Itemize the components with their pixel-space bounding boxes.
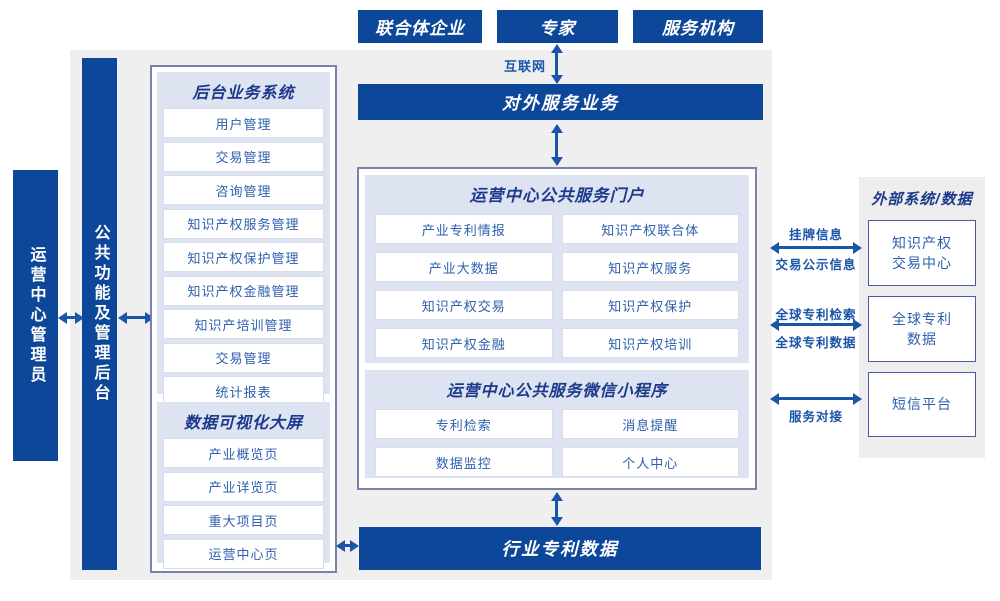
miniprogram-item: 消息提醒 bbox=[561, 409, 739, 439]
external-system-ip-trading-center: 知识产权 交易中心 bbox=[868, 220, 976, 286]
miniprogram-item: 数据监控 bbox=[375, 447, 553, 477]
actor-box-service-agency: 服务机构 bbox=[633, 10, 763, 43]
miniprogram-items: 专利检索 消息提醒 数据监控 个人中心 bbox=[365, 401, 749, 477]
backend-system-panel: 后台业务系统 用户管理 交易管理 咨询管理 知识产权服务管理 知识产权保护管理 … bbox=[157, 72, 330, 406]
arrow-service-to-portal bbox=[555, 133, 558, 157]
backend-item: 统计报表 bbox=[163, 376, 324, 406]
external-systems-title: 外部系统/数据 bbox=[871, 191, 973, 208]
backend-item: 交易管理 bbox=[163, 141, 324, 172]
portal-item: 知识产权培训 bbox=[561, 328, 739, 358]
miniprogram-title: 运营中心公共服务微信小程序 bbox=[446, 383, 668, 400]
miniprogram-item: 专利检索 bbox=[375, 409, 553, 439]
external-system-label: 全球专利 数据 bbox=[892, 310, 952, 347]
portal-item: 知识产权服务 bbox=[561, 252, 739, 282]
backend-item: 知识产培训管理 bbox=[163, 309, 324, 339]
data-visualization-panel: 数据可视化大屏 产业概览页 产业详览页 重大项目页 运营中心页 bbox=[157, 402, 330, 569]
backend-item: 用户管理 bbox=[163, 108, 324, 138]
link-label-listing-info: 挂牌信息 bbox=[788, 228, 843, 242]
public-function-backend-bar: 公共功能及管理后台 bbox=[82, 58, 117, 570]
arrow-to-global-patent-data bbox=[779, 323, 853, 326]
arrow-to-sms-platform bbox=[779, 397, 853, 400]
screen-item: 运营中心页 bbox=[163, 538, 324, 569]
link-label-global-patent-search: 全球专利检索 bbox=[775, 308, 857, 322]
miniprogram-item: 个人中心 bbox=[561, 447, 739, 477]
backend-system-items: 用户管理 交易管理 咨询管理 知识产权服务管理 知识产权保护管理 知识产权金融管… bbox=[157, 103, 330, 406]
actor-box-expert: 专家 bbox=[497, 10, 618, 43]
portal-title: 运营中心公共服务门户 bbox=[469, 187, 645, 205]
portal-item: 产业专利情报 bbox=[375, 214, 553, 244]
screen-item: 产业概览页 bbox=[163, 438, 324, 468]
backend-item: 知识产权服务管理 bbox=[163, 208, 324, 239]
screen-item: 产业详览页 bbox=[163, 471, 324, 502]
data-visualization-items: 产业概览页 产业详览页 重大项目页 运营中心页 bbox=[157, 433, 330, 569]
external-system-label: 短信平台 bbox=[892, 396, 952, 413]
arrow-to-ip-trading-center bbox=[779, 246, 853, 249]
data-visualization-title: 数据可视化大屏 bbox=[183, 415, 303, 432]
backend-item: 交易管理 bbox=[163, 342, 324, 373]
portal-item: 知识产权交易 bbox=[375, 290, 553, 320]
arrow-left-container-to-industry-data bbox=[345, 544, 350, 547]
backend-item: 知识产权保护管理 bbox=[163, 242, 324, 272]
screen-item: 重大项目页 bbox=[163, 505, 324, 535]
external-system-sms-platform: 短信平台 bbox=[868, 372, 976, 437]
arrow-backend-to-left-container bbox=[127, 316, 145, 319]
arrow-admin-to-backend bbox=[67, 316, 75, 319]
wechat-miniprogram-panel: 运营中心公共服务微信小程序 专利检索 消息提醒 数据监控 个人中心 bbox=[365, 370, 749, 478]
external-system-label: 知识产权 交易中心 bbox=[892, 234, 952, 271]
backend-system-title: 后台业务系统 bbox=[192, 85, 295, 102]
internet-label: 互联网 bbox=[503, 59, 546, 74]
link-label-trade-publicity-info: 交易公示信息 bbox=[775, 258, 857, 272]
arrow-portal-to-industry-data bbox=[555, 501, 558, 517]
link-label-service-connection: 服务对接 bbox=[788, 410, 843, 424]
link-label-global-patent-data: 全球专利数据 bbox=[775, 336, 857, 350]
portal-item: 知识产权保护 bbox=[561, 290, 739, 320]
external-service-bar: 对外服务业务 bbox=[358, 84, 763, 120]
industry-patent-data-bar: 行业专利数据 bbox=[359, 527, 761, 570]
actor-box-consortium-enterprise: 联合体企业 bbox=[358, 10, 482, 43]
operation-center-admin-box: 运营中心管理员 bbox=[13, 170, 58, 461]
external-system-global-patent-data: 全球专利 数据 bbox=[868, 296, 976, 362]
portal-item: 知识产权联合体 bbox=[561, 214, 739, 244]
portal-items: 产业专利情报 知识产权联合体 产业大数据 知识产权服务 知识产权交易 知识产权保… bbox=[365, 206, 749, 358]
backend-item: 咨询管理 bbox=[163, 175, 324, 205]
portal-item: 产业大数据 bbox=[375, 252, 553, 282]
arrow-internet-vertical bbox=[555, 53, 558, 75]
portal-item: 知识产权金融 bbox=[375, 328, 553, 358]
backend-item: 知识产权金融管理 bbox=[163, 275, 324, 306]
public-service-portal-panel: 运营中心公共服务门户 产业专利情报 知识产权联合体 产业大数据 知识产权服务 知… bbox=[365, 175, 749, 363]
